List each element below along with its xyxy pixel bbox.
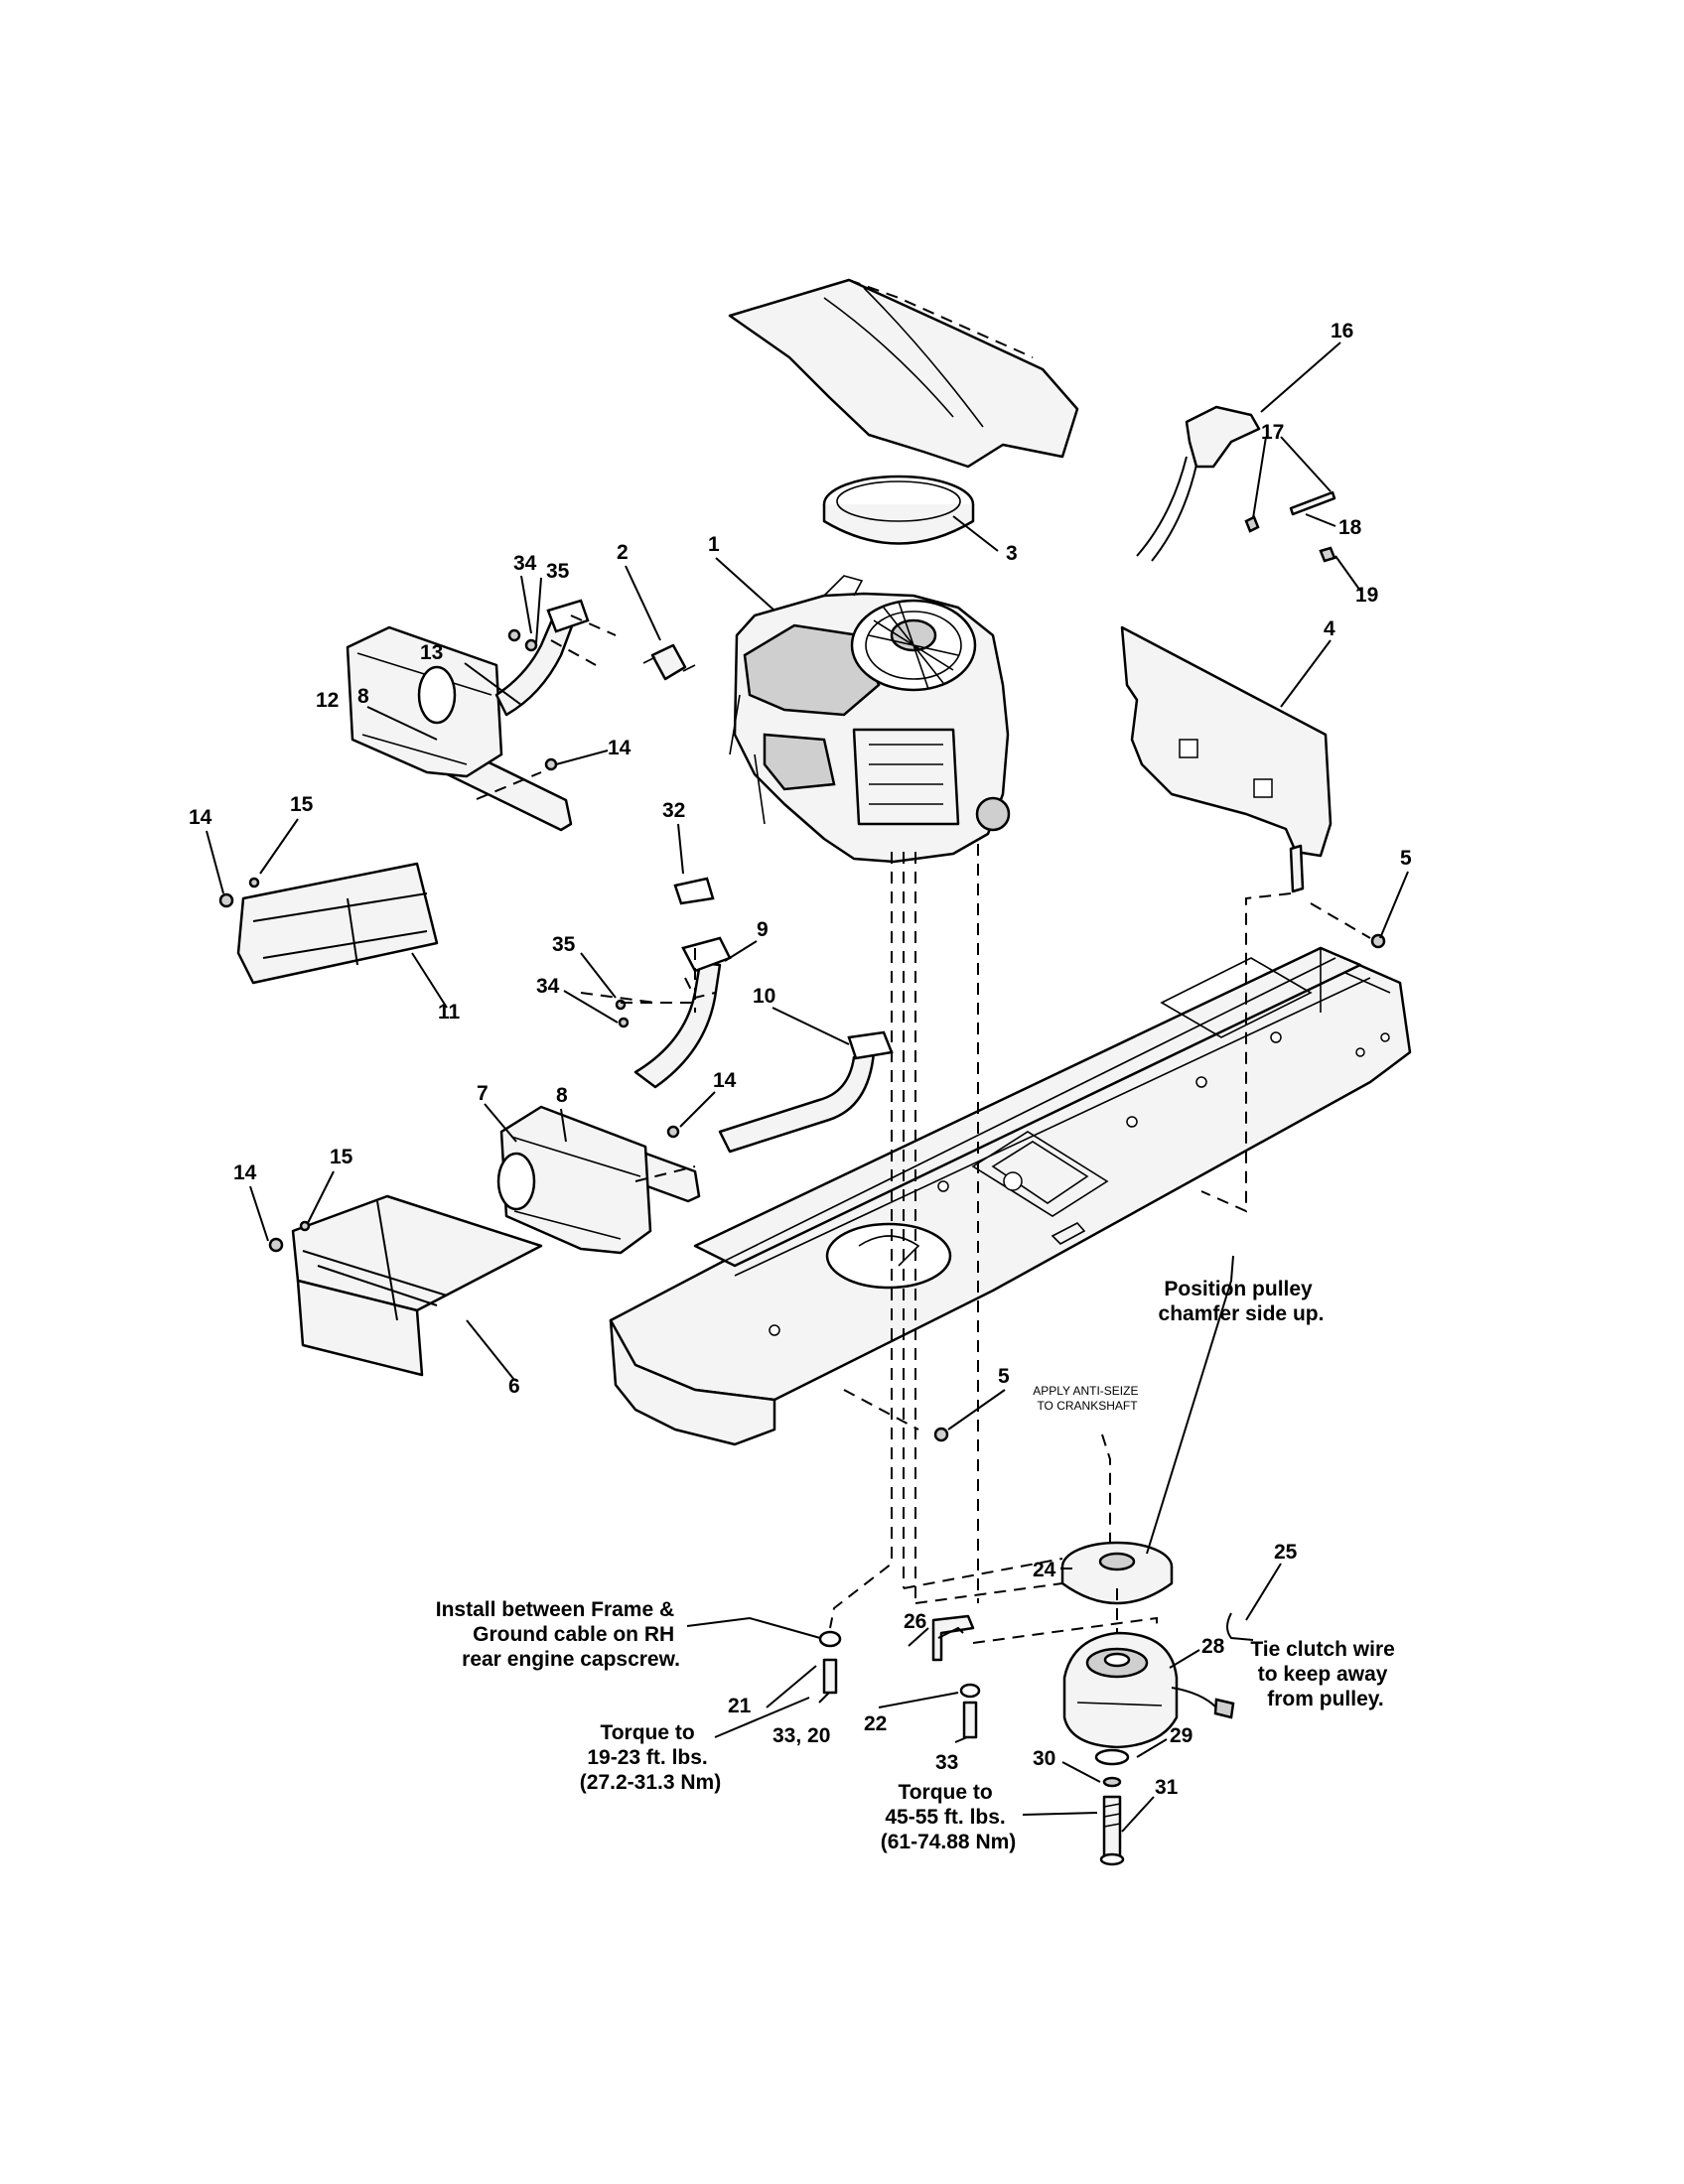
callout-33: 33 — [935, 1751, 958, 1774]
leader-lines — [206, 341, 1409, 1833]
note-install-between: Install between Frame & Ground cable on … — [436, 1598, 680, 1671]
callout-21: 21 — [728, 1695, 752, 1717]
air-cleaner-ring — [822, 475, 975, 545]
washer-22 — [959, 1683, 981, 1699]
engine-shroud — [728, 278, 1079, 469]
note-torque-capscrew: Torque to 19-23 ft. lbs. (27.2-31.3 Nm) — [580, 1721, 721, 1794]
electric-clutch — [1062, 1631, 1235, 1749]
callout-31: 31 — [1155, 1776, 1179, 1799]
callout-28: 28 — [1201, 1635, 1225, 1658]
callout-8b: 8 — [556, 1084, 568, 1107]
callout-29: 29 — [1170, 1724, 1193, 1747]
callout-14a: 14 — [608, 737, 632, 759]
callout-8a: 8 — [357, 685, 369, 708]
washer-21 — [818, 1630, 842, 1648]
callout-labels: 1 2 3 4 5 5 6 7 8 8 9 10 11 12 13 14 14 … — [189, 320, 1412, 1799]
callout-30: 30 — [1033, 1747, 1055, 1770]
lockwasher-30 — [1102, 1776, 1122, 1788]
capscrew-33-20 — [822, 1658, 838, 1695]
oil-drain-hose — [1136, 405, 1336, 563]
callout-3: 3 — [1006, 542, 1018, 565]
callout-34b: 34 — [536, 975, 560, 998]
callout-24: 24 — [1033, 1559, 1056, 1581]
bracket-26 — [931, 1614, 975, 1662]
callout-6: 6 — [508, 1375, 520, 1398]
note-tie-clutch-wire: Tie clutch wire to keep away from pulley… — [1250, 1638, 1400, 1710]
callout-15b: 15 — [330, 1146, 353, 1168]
exhaust-pipe-10 — [718, 1030, 894, 1154]
engine-baffle — [1120, 625, 1333, 893]
callout-18: 18 — [1338, 516, 1362, 539]
callout-5b: 5 — [998, 1365, 1010, 1388]
callout-2: 2 — [617, 541, 629, 564]
capscrew-33 — [962, 1701, 978, 1739]
callout-32: 32 — [662, 799, 685, 822]
engine-pulley — [1060, 1541, 1174, 1605]
callout-19: 19 — [1355, 584, 1378, 607]
callout-7: 7 — [477, 1082, 489, 1105]
mower-frame — [609, 946, 1412, 1446]
callout-14b: 14 — [189, 806, 212, 829]
note-anti-seize: APPLY ANTI-SEIZE TO CRANKSHAFT — [1033, 1384, 1142, 1413]
callout-9: 9 — [757, 918, 769, 941]
note-torque-clutch: Torque to 45-55 ft. lbs. (61-74.88 Nm) — [881, 1781, 1017, 1853]
callout-1: 1 — [708, 533, 720, 556]
callout-5a: 5 — [1400, 847, 1412, 870]
engine — [729, 575, 1011, 864]
wire-tie-25 — [1226, 1612, 1254, 1641]
callout-17: 17 — [1261, 421, 1284, 444]
callout-14d: 14 — [233, 1161, 257, 1184]
callout-26: 26 — [904, 1610, 926, 1633]
callout-33-20: 33, 20 — [772, 1724, 830, 1747]
callout-34a: 34 — [513, 552, 537, 575]
callout-10: 10 — [753, 985, 775, 1008]
bolt-31 — [1099, 1795, 1125, 1866]
upper-muffler-assembly — [236, 599, 590, 985]
note-pulley-chamfer: Position pulley chamfer side up. — [1159, 1278, 1325, 1325]
callout-22: 22 — [864, 1712, 887, 1735]
washer-29 — [1094, 1748, 1130, 1766]
callout-11: 11 — [438, 1001, 461, 1024]
callout-13: 13 — [420, 641, 443, 664]
exhaust-pipe-9 — [633, 877, 732, 1089]
callout-14c: 14 — [713, 1069, 737, 1092]
callout-35b: 35 — [552, 933, 576, 956]
lower-muffler-assembly — [291, 1105, 701, 1377]
fuel-filter — [642, 643, 696, 681]
alignment-lines — [476, 614, 1371, 1644]
callout-12: 12 — [316, 689, 339, 712]
callout-4: 4 — [1324, 617, 1335, 640]
assembly-notes: Position pulley chamfer side up. APPLY A… — [436, 1278, 1400, 1853]
callout-16: 16 — [1331, 320, 1353, 342]
callout-15a: 15 — [290, 793, 314, 816]
callout-35a: 35 — [546, 560, 570, 583]
callout-25: 25 — [1274, 1541, 1298, 1564]
